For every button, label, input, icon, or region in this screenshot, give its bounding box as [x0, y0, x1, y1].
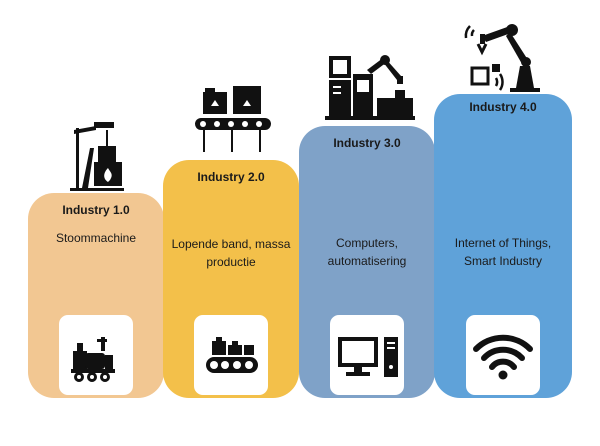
industry-3-description: Computers, automatisering: [327, 236, 407, 268]
wifi-icon: [473, 334, 533, 380]
industry-1-title: Industry 1.0: [62, 203, 130, 217]
industry-2-card: [191, 312, 271, 398]
industry-1-card: [56, 312, 136, 398]
industry-1-column: Industry 1.0 Stoommachine: [28, 193, 164, 398]
industry-4-card: [463, 312, 543, 398]
oil-derrick-icon: [70, 122, 124, 191]
conveyor-belt-icon: [206, 337, 258, 373]
industry-3-column: Industry 3.0 Computers, automatisering: [299, 126, 435, 398]
industry-2-column: Industry 2.0 Lopende band, massa product…: [163, 160, 299, 398]
industry-3-title: Industry 3.0: [333, 136, 401, 150]
industry-2-title: Industry 2.0: [197, 170, 265, 184]
industry-2-description: Lopende band, massa productie: [171, 237, 291, 269]
steam-locomotive-icon: [71, 337, 115, 382]
industry-4-description: Internet of Things, Smart Industry: [454, 236, 552, 268]
industry-4-column: Industry 4.0 Internet of Things, Smart I…: [434, 94, 572, 398]
industry-3-card: [327, 312, 407, 398]
robot-arm-computer-icon: [325, 55, 415, 120]
industry-4-title: Industry 4.0: [469, 100, 537, 114]
smart-robot-arm-icon: [464, 24, 540, 92]
conveyor-boxes-icon: [195, 86, 271, 152]
industry-1-description: Stoommachine: [55, 231, 137, 245]
desktop-computer-icon: [338, 337, 398, 377]
